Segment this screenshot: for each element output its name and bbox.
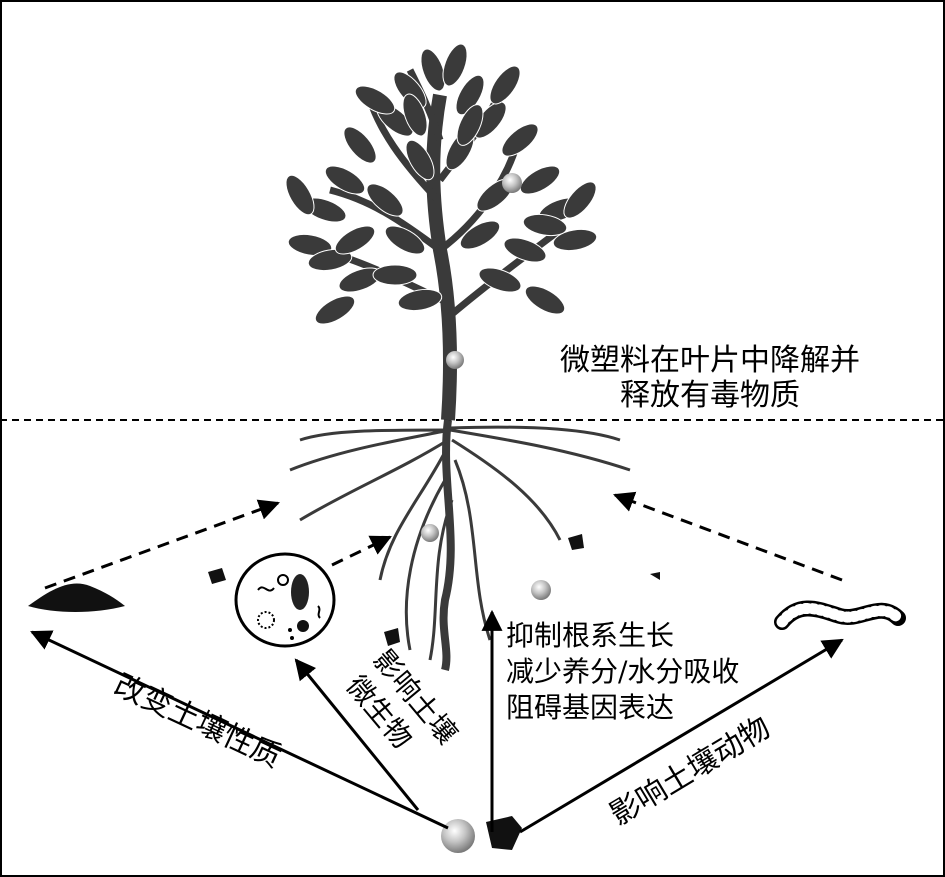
leaf-icon — [501, 123, 539, 157]
leaf-icon — [478, 267, 522, 293]
soil-icon — [28, 583, 125, 612]
leaf-icon — [503, 237, 547, 263]
microplastic-sphere-icon — [421, 524, 439, 542]
leaf-icon — [393, 71, 427, 109]
leaf-icon — [459, 220, 501, 250]
leaf-icon — [287, 233, 333, 257]
leaf-icon — [314, 295, 356, 325]
leaf-icon — [343, 126, 377, 164]
leaf-icon — [442, 43, 468, 87]
soil-property-label: 改变土壤性质 — [109, 668, 287, 776]
leaf-icon — [334, 225, 376, 255]
soil-animal-label: 影响土壤动物 — [604, 710, 776, 833]
microplastic-fragment-icons — [208, 534, 660, 850]
microplastic-sphere-icon — [502, 173, 522, 193]
root-effect-3: 阻碍基因表达 — [506, 691, 674, 724]
root-effect-1: 抑制根系生长 — [506, 619, 674, 652]
leaf-icon — [366, 183, 404, 217]
leaf-icon — [397, 288, 443, 312]
leaf-icon — [552, 228, 598, 252]
leaf-icon — [524, 285, 566, 315]
effect-arrows — [30, 491, 844, 834]
leaf-icon — [354, 85, 396, 115]
leaf-icon — [372, 264, 418, 286]
soil-microbes-icon — [234, 552, 336, 648]
leaf-icon — [522, 213, 568, 237]
leaf-icon — [285, 174, 315, 216]
microplastic-sphere-icon — [446, 351, 464, 369]
microplastic-sphere-icon — [531, 580, 551, 600]
leaf-icon — [405, 139, 435, 181]
leaf-icon — [456, 104, 484, 146]
leaf-icon — [402, 93, 428, 137]
leaf-icon — [324, 165, 366, 195]
leaf-icon — [519, 165, 561, 195]
leaf-icon — [307, 248, 353, 272]
leaf-icon — [489, 65, 521, 105]
leaf-icon — [420, 48, 446, 92]
microplastic-sphere-icon — [441, 819, 475, 853]
root-effect-2: 减少养分/水分吸收 — [506, 655, 739, 688]
leaf-degradation-label-line2: 释放有毒物质 — [620, 378, 800, 413]
leaf-icon — [384, 225, 426, 255]
leaf-icon — [455, 74, 485, 116]
leaf-icon — [563, 181, 597, 219]
leaf-degradation-label-line1: 微塑料在叶片中降解并 — [560, 343, 860, 378]
